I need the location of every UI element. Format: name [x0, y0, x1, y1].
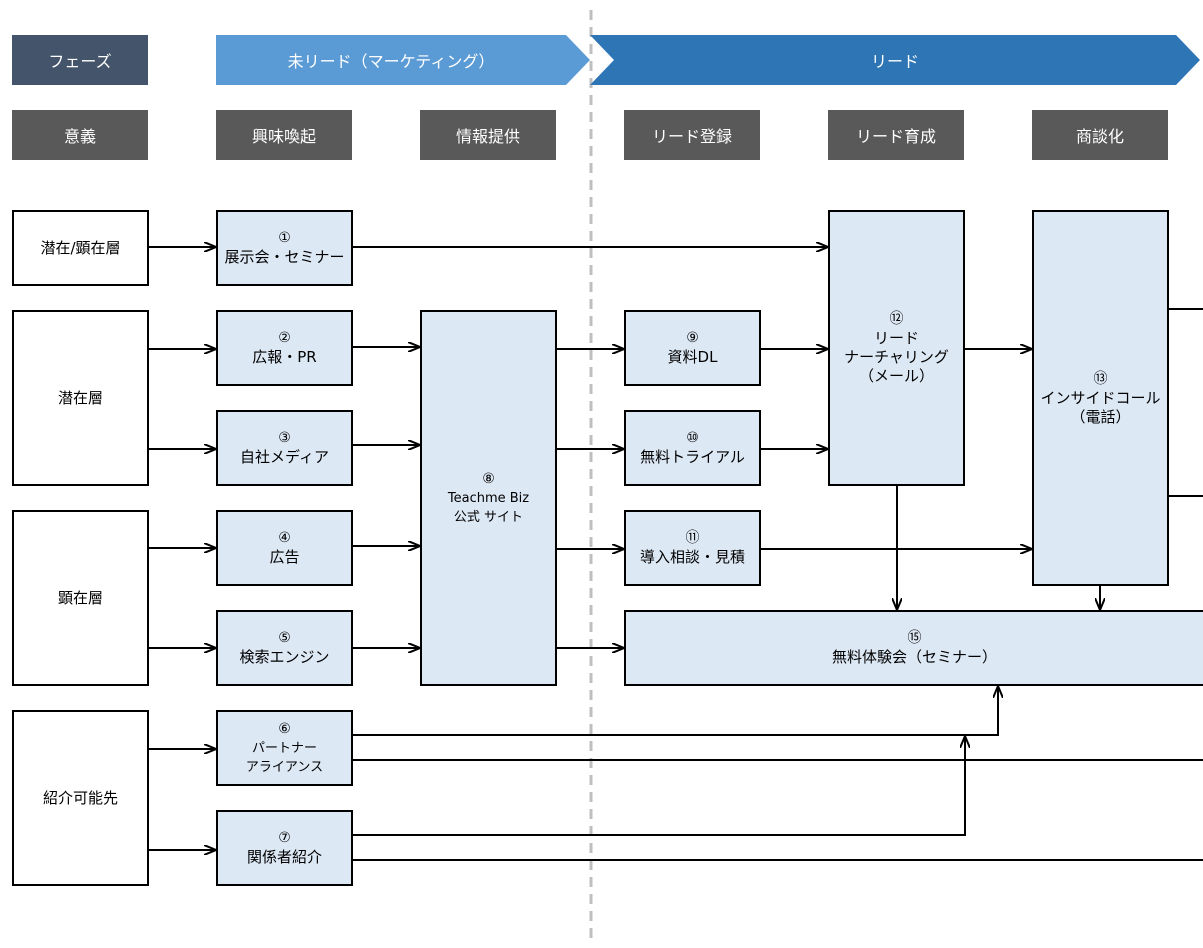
- node-label: 無料体験会（セミナー）: [831, 648, 997, 666]
- node-number: ⑪: [685, 530, 700, 546]
- connectors: [149, 247, 1203, 861]
- meaning-label: 意義: [12, 110, 148, 160]
- pre-lead-phase-label: 未リード（マーケティング）: [287, 52, 495, 71]
- node-label: 自社メディア: [240, 448, 329, 466]
- stage-interest: 興味喚起: [216, 110, 352, 160]
- stage-lead-registration: リード登録: [624, 110, 760, 160]
- node-free-experience-seminar: ⑮ 無料体験会（セミナー）: [624, 610, 1203, 686]
- node-number: ⑥: [278, 720, 291, 737]
- node-number: ④: [278, 530, 291, 546]
- node-number: ②: [278, 330, 291, 346]
- node-label: 広告: [269, 548, 300, 566]
- lead-phase-arrow: [590, 35, 1200, 85]
- pre-lead-phase-arrow: [216, 35, 590, 85]
- node-advertising: ④ 広告: [216, 510, 353, 586]
- node-label: 関係者紹介: [246, 848, 322, 866]
- node-owned-media: ③ 自社メディア: [216, 410, 353, 486]
- segment-label: 紹介可能先: [42, 788, 118, 807]
- node-number: ⑧: [482, 470, 495, 487]
- node-number: ⑤: [278, 630, 291, 646]
- node-exhibition-seminar: ① 展示会・セミナー: [216, 210, 353, 286]
- node-label: 資料DL: [667, 348, 718, 366]
- node-lead-nurturing: ⑫ リード ナーチャリング （メール）: [828, 210, 965, 486]
- node-official-site: ⑧ Teachme Biz 公式 サイト: [420, 310, 557, 686]
- node-document-download: ⑨ 資料DL: [624, 310, 761, 386]
- node-label: 無料トライアル: [640, 448, 745, 466]
- node-label: インサイドコール （電話）: [1040, 388, 1161, 426]
- node-label: リード ナーチャリング （メール）: [844, 329, 949, 385]
- node-number: ⑨: [686, 330, 699, 346]
- segment-label: 顕在層: [57, 588, 103, 607]
- lead-phase-label: リード: [870, 52, 919, 71]
- node-number: ⑮: [907, 630, 922, 646]
- node-number: ⑦: [278, 830, 291, 846]
- segment-overt: 顕在層: [12, 510, 149, 686]
- node-label: 導入相談・見積: [639, 548, 745, 566]
- node-number: ①: [278, 230, 291, 246]
- segment-label: 潜在層: [57, 388, 103, 407]
- node-number: ⑬: [1093, 370, 1108, 387]
- node-referral: ⑦ 関係者紹介: [216, 810, 353, 886]
- node-inside-call: ⑬ インサイドコール （電話）: [1032, 210, 1169, 586]
- node-label: 検索エンジン: [239, 648, 330, 666]
- node-number: ⑫: [889, 311, 904, 327]
- node-label: パートナー アライアンス: [245, 740, 324, 775]
- node-number: ③: [278, 430, 291, 446]
- node-label: Teachme Biz 公式 サイト: [447, 490, 530, 525]
- segment-latent-overt: 潜在/顕在層: [12, 210, 149, 286]
- phase-label: フェーズ: [12, 35, 148, 85]
- node-free-trial: ⑩ 無料トライアル: [624, 410, 761, 486]
- stage-information: 情報提供: [420, 110, 556, 160]
- node-label: 展示会・セミナー: [224, 248, 345, 266]
- node-search-engine: ⑤ 検索エンジン: [216, 610, 353, 686]
- segment-latent: 潜在層: [12, 310, 149, 486]
- segment-referral: 紹介可能先: [12, 710, 149, 886]
- node-pr: ② 広報・PR: [216, 310, 353, 386]
- node-number: ⑩: [686, 430, 699, 446]
- node-label: 広報・PR: [252, 348, 317, 366]
- node-consultation-quote: ⑪ 導入相談・見積: [624, 510, 761, 586]
- stage-deal: 商談化: [1032, 110, 1168, 160]
- node-partner-alliance: ⑥ パートナー アライアンス: [216, 710, 353, 786]
- segment-label: 潜在/顕在層: [40, 238, 121, 257]
- stage-lead-nurturing: リード育成: [828, 110, 964, 160]
